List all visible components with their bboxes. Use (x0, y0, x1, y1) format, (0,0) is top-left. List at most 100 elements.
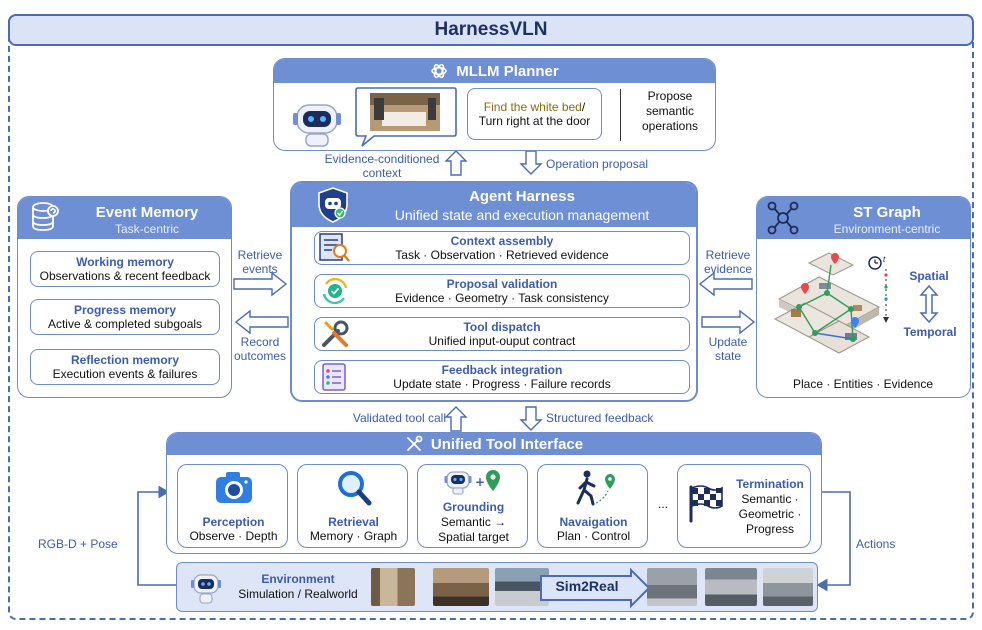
tools-header: Unified Tool Interface (167, 433, 821, 455)
real-photo-3 (763, 568, 813, 606)
arrow-up-context (444, 150, 468, 176)
working-memory-box: Working memory Observations & recent fee… (30, 251, 220, 287)
tool-dispatch-box: Tool dispatch Unified input-ouput contra… (314, 317, 690, 351)
temporal-label: Temporal (903, 325, 957, 339)
context-assembly-title: Context assembly (450, 234, 554, 248)
wrench-screwdriver-icon (322, 320, 349, 347)
feedback-integration-title: Feedback integration (441, 363, 563, 377)
time-axis-label: t (883, 255, 886, 264)
termination-text-1: Semantic · (741, 492, 799, 506)
planner-header: MLLM Planner (274, 59, 715, 83)
environment-robot-icon (191, 574, 221, 604)
environment-bar: Environment Simulation / Realworld Sim2R… (176, 562, 818, 612)
validation-check-icon (322, 277, 348, 305)
context-assembly-box: Context assembly Task · Observation · Re… (314, 231, 690, 265)
unified-tool-interface-panel: Unified Tool Interface Perception Observ… (166, 432, 822, 554)
reflection-memory-text: Execution events & failures (52, 367, 198, 381)
robot-agent-icon (293, 104, 341, 147)
proposal-validation-box: Proposal validation Evidence · Geometry … (314, 274, 690, 308)
retrieval-tool-card: Retrieval Memory · Graph (297, 464, 408, 548)
retrieve-evidence-label: Retrieve evidence (700, 248, 756, 276)
operation-proposal-label: Operation proposal (546, 157, 649, 171)
st-graph-header: ST Graph Environment-centric (757, 197, 970, 239)
navigation-title: Navaigation (559, 515, 628, 529)
retrieve-events-line-2: events (242, 262, 278, 276)
retrieve-evidence-line-1: Retrieve (705, 248, 751, 262)
instruction-box: Find the white bed/ Turn right at the do… (467, 88, 602, 140)
arrow-rgbd-loop (137, 485, 176, 586)
robot-plus-pin-icon: + (444, 470, 500, 495)
propose-line-2: semantic (645, 104, 695, 118)
event-memory-header: Event Memory Task-centric (18, 197, 231, 239)
retrieval-title: Retrieval (328, 515, 379, 529)
shield-robot-icon (318, 187, 348, 223)
arrow-actions-loop (816, 491, 851, 592)
record-outcomes-line-2: outcomes (233, 349, 287, 363)
spatial-label: Spatial (909, 269, 949, 283)
retrieve-evidence-line-2: evidence (703, 262, 753, 276)
tools-title: Unified Tool Interface (430, 435, 584, 453)
arrow-left-retrieve-evidence (698, 271, 753, 297)
planner-divider (620, 89, 621, 141)
termination-text-3: Progress (745, 522, 795, 536)
context-doc-icon (319, 233, 350, 262)
propose-text: Propose semantic operations (626, 89, 714, 134)
checkered-flag-icon (689, 485, 723, 523)
instruction-separator: / (581, 100, 586, 114)
tools-ellipsis: ... (657, 497, 668, 511)
location-pins (801, 253, 859, 328)
validated-tool-call-label: Validated tool call (352, 411, 446, 425)
evidence-context-line-1: Evidence-conditioned (324, 152, 440, 166)
record-outcomes-line-1: Record (240, 335, 280, 349)
st-graph-subtitle: Environment-centric (833, 222, 941, 236)
tools-icon (406, 435, 423, 451)
progress-memory-box: Progress memory Active & completed subgo… (30, 299, 220, 335)
evidence-context-line-2: context (362, 166, 402, 180)
termination-title: Termination (736, 477, 804, 491)
reflection-memory-box: Reflection memory Execution events & fai… (30, 349, 220, 385)
propose-line-1: Propose (647, 89, 693, 103)
environment-title: Environment (261, 572, 335, 586)
grounding-text-2: Spatial target (438, 530, 509, 544)
navigation-text: Plan · Control (556, 529, 631, 543)
speech-bubble (355, 87, 457, 147)
progress-memory-text: Active & completed subgoals (47, 317, 203, 331)
floorplan-graph-image (773, 252, 881, 354)
update-state-line-1: Update (708, 335, 748, 349)
arrow-up-validated-call (444, 406, 468, 432)
update-state-line-2: state (714, 349, 741, 363)
arrow-down-proposal (519, 150, 543, 175)
magnifier-icon (338, 471, 372, 506)
st-graph-panel: ST Graph Environment-centric (756, 196, 971, 398)
arrow-right-update-state (701, 309, 756, 335)
proposal-validation-text: Evidence · Geometry · Task consistency (395, 291, 609, 305)
agent-harness-panel: Agent Harness Unified state and executio… (290, 181, 698, 402)
feedback-integration-text: Update state · Progress · Failure record… (393, 377, 611, 391)
real-photo-2 (705, 568, 757, 606)
retrieve-events-label: Retrieve events (232, 248, 288, 276)
double-vertical-arrow-icon (919, 284, 939, 324)
diagram-title: HarnessVLN (8, 14, 974, 46)
real-photo-1 (647, 568, 697, 606)
instruction-line-1: Find the white bed/ (468, 100, 601, 114)
instruction-highlight: Find the white bed (483, 100, 582, 114)
graph-network-icon (767, 201, 799, 235)
propose-line-3: operations (641, 119, 699, 133)
perception-tool-card: Perception Observe · Depth (177, 464, 288, 548)
context-assembly-text: Task · Observation · Retrieved evidence (395, 248, 609, 262)
svg-text:+: + (475, 475, 485, 489)
mllm-planner-panel: MLLM Planner Find the white bed/ Turn ri… (273, 58, 716, 151)
sim-photo-1 (371, 568, 415, 606)
tool-dispatch-text: Unified input-ouput contract (428, 334, 576, 348)
clock-timeline-icon (868, 256, 889, 323)
arrow-right-retrieve-events (233, 271, 288, 297)
working-memory-text: Observations & recent feedback (39, 269, 211, 283)
tool-dispatch-title: Tool dispatch (463, 320, 541, 334)
termination-tool-card: Termination Semantic · Geometric · Progr… (677, 464, 811, 548)
clipboard-list-icon (322, 363, 346, 391)
actions-label: Actions (856, 537, 896, 551)
reflection-memory-title: Reflection memory (70, 353, 180, 367)
perception-title: Perception (202, 515, 265, 529)
